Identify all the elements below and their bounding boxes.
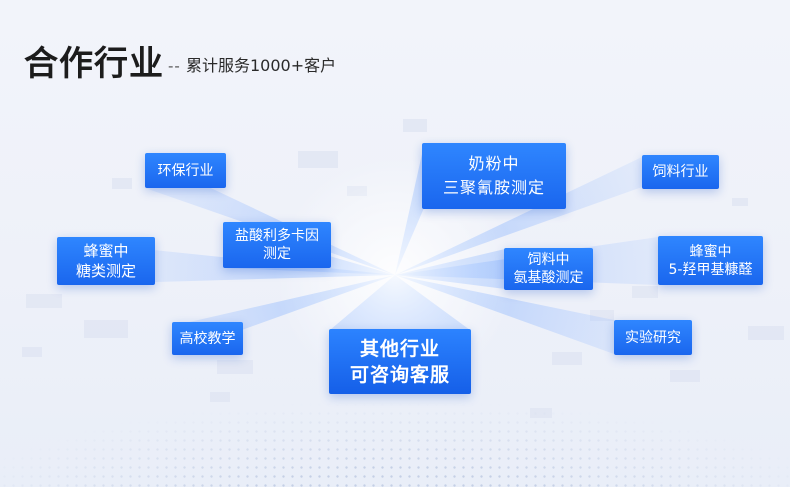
industry-box-lidocaine-hydrochloride[interactable]: 盐酸利多卡因 测定 xyxy=(223,222,331,268)
industry-label: 可咨询客服 xyxy=(349,363,450,386)
background-decoration xyxy=(590,310,614,321)
industry-label: 糖类测定 xyxy=(75,262,136,280)
industry-box-university-teaching[interactable]: 高校教学 xyxy=(172,322,243,355)
background-decoration xyxy=(632,286,658,298)
background-decoration xyxy=(298,151,338,168)
background-decoration xyxy=(84,320,128,338)
industry-label: 氨基酸测定 xyxy=(513,270,584,286)
background-decoration xyxy=(26,294,62,308)
page-title: 合作行业 xyxy=(24,44,164,84)
background-decoration xyxy=(670,370,700,382)
background-decoration xyxy=(112,178,132,189)
industry-label: 盐酸利多卡因 xyxy=(235,228,319,244)
industry-label: 三聚氰胺测定 xyxy=(442,178,545,197)
background-decoration xyxy=(552,352,582,365)
background-decoration xyxy=(217,360,253,374)
industry-box-feed-amino-acid[interactable]: 饲料中 氨基酸测定 xyxy=(504,248,593,290)
industry-label: 其他行业 xyxy=(359,337,440,360)
industry-label: 测定 xyxy=(263,246,291,262)
industry-label: 奶粉中 xyxy=(468,154,520,173)
industry-label: 蜂蜜中 xyxy=(83,242,129,260)
industry-box-feed-industry[interactable]: 饲料行业 xyxy=(642,155,719,189)
industry-label: 高校教学 xyxy=(179,330,236,347)
background-decoration xyxy=(748,326,784,340)
industry-box-honey-hmf[interactable]: 蜂蜜中 5-羟甲基糠醛 xyxy=(658,236,763,285)
industry-label: 饲料中 xyxy=(527,252,570,268)
industry-label: 饲料行业 xyxy=(652,164,709,180)
industry-label: 实验研究 xyxy=(625,329,681,346)
background-decoration xyxy=(530,408,552,418)
industry-label: 环保行业 xyxy=(157,162,214,179)
industry-box-environmental[interactable]: 环保行业 xyxy=(145,153,226,188)
background-decoration xyxy=(22,347,42,357)
page-subtitle: 累计服务1000+客户 xyxy=(186,56,337,75)
industry-box-honey-sugar[interactable]: 蜂蜜中 糖类测定 xyxy=(57,237,155,285)
industry-label: 蜂蜜中 xyxy=(689,243,732,260)
industry-box-lab-research[interactable]: 实验研究 xyxy=(614,320,692,355)
industry-label: 5-羟甲基糠醛 xyxy=(668,261,753,278)
background-decoration xyxy=(210,392,230,402)
industry-box-other-contact-support[interactable]: 其他行业 可咨询客服 xyxy=(329,329,471,394)
title-separator: -- xyxy=(168,57,181,75)
background-decoration xyxy=(732,198,748,206)
industry-box-milk-powder-melamine[interactable]: 奶粉中 三聚氰胺测定 xyxy=(422,143,566,209)
background-decoration xyxy=(403,119,427,132)
